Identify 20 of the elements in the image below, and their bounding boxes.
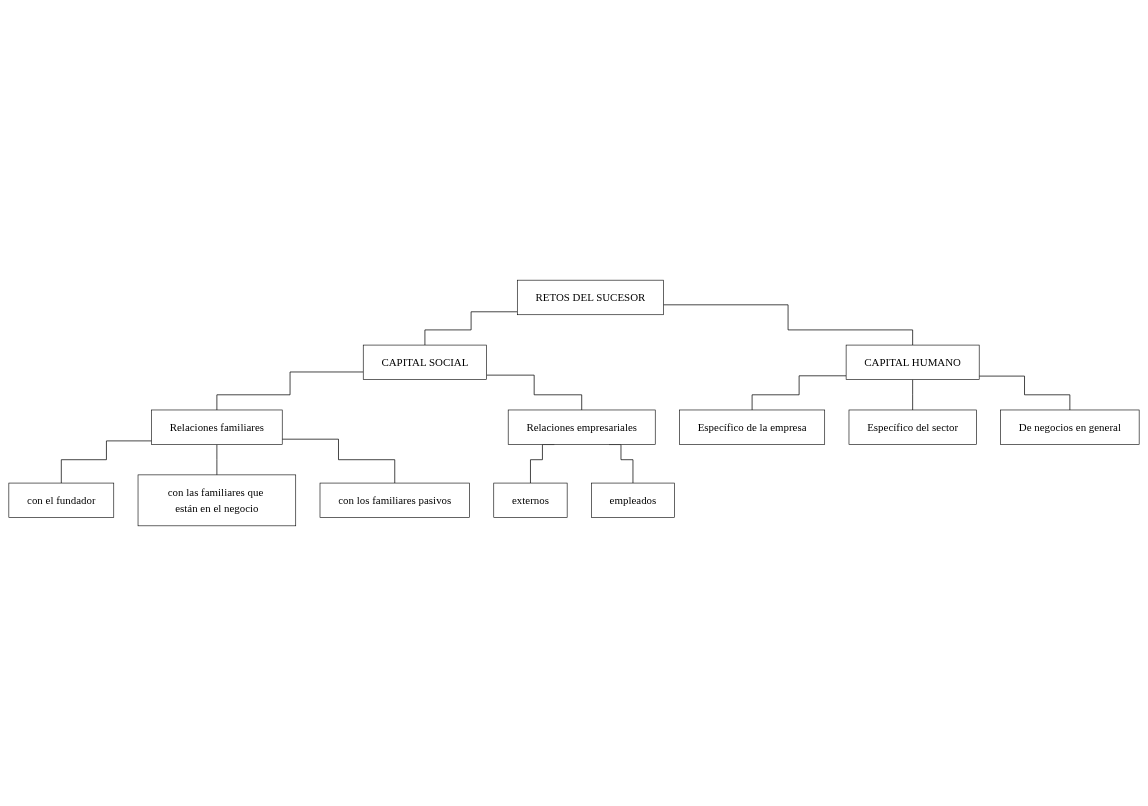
- connector: [60, 440, 152, 484]
- node-box: RETOS DEL SUCESOR: [517, 279, 664, 316]
- node-box: Relaciones familiares: [151, 409, 283, 445]
- connector: [912, 379, 913, 411]
- node-box: Relaciones empresariales: [507, 409, 656, 445]
- node-box: con las familiares que están en el negocio: [137, 474, 297, 527]
- connector: [663, 304, 913, 346]
- node-box: De negocios en general: [1000, 409, 1140, 445]
- node-box: Específico del sector: [848, 409, 977, 445]
- node-box: con el fundador: [8, 482, 115, 518]
- node-box: CAPITAL SOCIAL: [362, 344, 487, 380]
- connector: [486, 374, 583, 411]
- connector: [281, 438, 396, 484]
- connector: [978, 375, 1071, 411]
- connector: [424, 311, 518, 346]
- node-box: Específico de la empresa: [679, 409, 826, 445]
- node-box: con los familiares pasivos: [319, 482, 470, 518]
- node-box: CAPITAL HUMANO: [845, 344, 980, 380]
- node-box: externos: [493, 482, 568, 518]
- node-box: empleados: [591, 482, 675, 518]
